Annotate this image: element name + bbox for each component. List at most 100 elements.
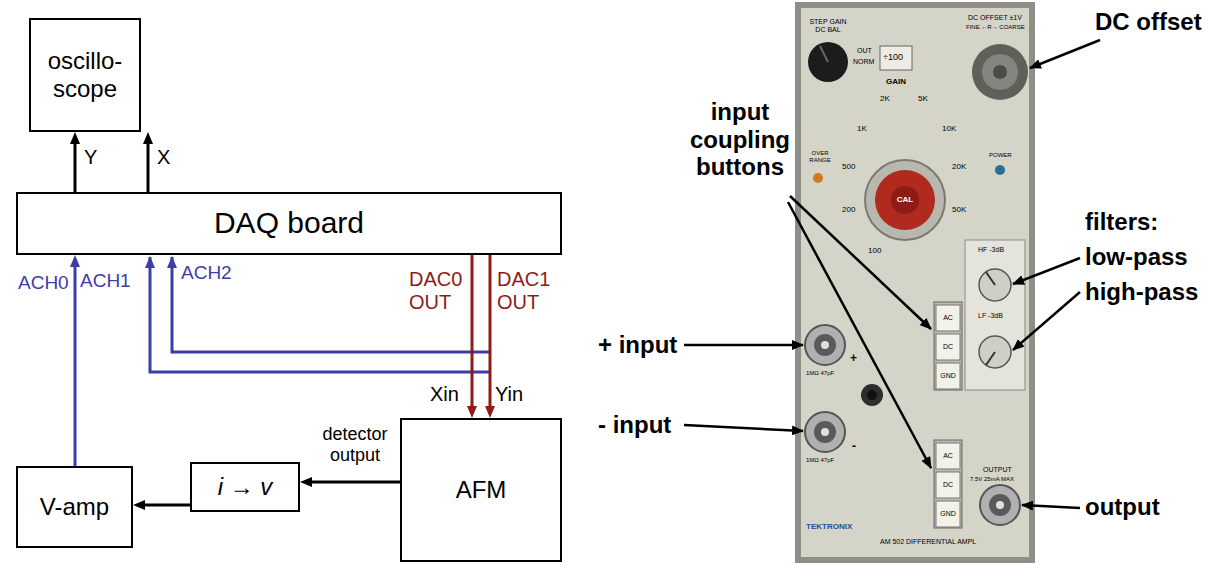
- dc-offset-knob-cap: [993, 65, 1007, 79]
- low-pass-knob: [979, 269, 1011, 301]
- panel-marking: 7.5V 25mA MAX: [970, 476, 1014, 483]
- dial-mark: 500: [842, 162, 855, 171]
- panel-marking: +: [850, 352, 857, 366]
- leader-line: [1013, 292, 1080, 350]
- power-lamp: [995, 165, 1005, 175]
- dial-mark: 200: [842, 205, 855, 214]
- signal-name: ACH1: [80, 270, 131, 292]
- connector-line: [74, 142, 77, 192]
- panel-marking: 1MΩ 47pF: [806, 370, 834, 377]
- arrow-head: [485, 406, 495, 418]
- coupling-button: [936, 443, 960, 469]
- coupling-button: [936, 334, 960, 360]
- edge-label: detector output: [311, 424, 399, 465]
- panel-marking: STEP GAIN DC BAL: [806, 18, 850, 34]
- bnc-connector: [805, 325, 845, 365]
- button-label: DC: [936, 343, 960, 351]
- arrow-head: [70, 255, 80, 267]
- coupling-group: [934, 440, 962, 528]
- node-text: oscillo- scope: [31, 47, 139, 102]
- panel-marking: NORM: [853, 58, 874, 66]
- panel-marking: HF -3dB: [978, 246, 1004, 254]
- ach1-wire: [150, 257, 491, 372]
- daq-board-box: DAQ board: [16, 192, 562, 255]
- callout-label: filters:: [1085, 208, 1158, 236]
- panel-marking: FINE ←R→ COARSE: [966, 24, 1025, 31]
- high-pass-knob: [979, 336, 1011, 368]
- panel-marking: OUT: [857, 47, 872, 55]
- knob-pointer: [986, 272, 995, 285]
- dial-mark: 1K: [857, 124, 867, 133]
- coupling-group: [934, 302, 962, 390]
- over-range-lamp: [813, 173, 823, 183]
- arrow-head: [70, 132, 80, 144]
- coupling-button: [936, 472, 960, 498]
- leader-line: [684, 344, 803, 347]
- arrow-head: [300, 477, 312, 487]
- panel-marking: 1MΩ 47pF: [806, 457, 834, 464]
- dial-mark: 10K: [942, 124, 956, 133]
- node-text: AFM: [456, 476, 507, 504]
- callout-label: output: [1085, 493, 1160, 521]
- node-text: i → v: [218, 473, 273, 501]
- ach-wires: [150, 257, 491, 372]
- dc-offset-knob-inner: [982, 54, 1018, 90]
- leader-line: [1030, 40, 1100, 68]
- bnc-pin: [996, 501, 1004, 509]
- button-label: AC: [936, 314, 960, 322]
- knob-pointer: [820, 46, 828, 62]
- callout-label: high-pass: [1085, 278, 1198, 306]
- gain-knob-cap: [891, 186, 919, 214]
- pin-name: Yin: [495, 383, 523, 406]
- dial-mark: 20K: [952, 162, 966, 171]
- leader-line: [684, 425, 803, 431]
- gain-knob: [875, 170, 935, 230]
- callout-label: - input: [598, 411, 671, 439]
- connector: [485, 255, 495, 418]
- bnc-pin: [821, 428, 829, 436]
- arrow-head: [467, 406, 477, 418]
- coupling-button: [936, 305, 960, 331]
- dial-mark: 100: [868, 246, 881, 255]
- panel-marking: OUTPUT: [983, 466, 1012, 474]
- connector-line: [310, 481, 400, 484]
- panel-marking: LF -3dB: [978, 312, 1003, 320]
- connector: [143, 132, 153, 192]
- connector-line: [74, 265, 77, 466]
- panel-marking: ÷100: [883, 52, 903, 62]
- brand-name: TEKTRONIX: [806, 522, 852, 531]
- amplifier-box: V-amp: [16, 466, 133, 548]
- converter-box: i → v: [190, 462, 300, 512]
- node-text: DAQ board: [214, 206, 364, 241]
- panel-marking: POWER: [989, 152, 1012, 159]
- bnc-core: [814, 334, 836, 356]
- edge-label: DAC1 OUT: [497, 268, 555, 314]
- callout-label: + input: [598, 331, 677, 359]
- panel-marking: DC OFFSET ±1V: [968, 14, 1022, 22]
- connector-line: [147, 142, 150, 192]
- connector: [70, 255, 80, 466]
- bnc-pin: [821, 341, 829, 349]
- connector: [467, 255, 477, 418]
- callout-label: low-pass: [1085, 243, 1188, 271]
- button-label: GND: [936, 510, 960, 518]
- bnc-connector: [805, 412, 845, 452]
- edge-label: Y: [84, 146, 97, 169]
- coupling-button: [936, 363, 960, 389]
- bnc-core: [814, 421, 836, 443]
- knob-pointer: [986, 352, 995, 365]
- connector-line: [471, 255, 474, 408]
- bnc-connector: [980, 485, 1020, 525]
- model-name: AM 502 DIFFERENTIAL AMPL: [880, 538, 976, 546]
- connector-line: [143, 504, 190, 507]
- leader-line: [1013, 258, 1080, 284]
- ground-jack-hole: [867, 390, 877, 400]
- divide-button: [880, 46, 912, 70]
- dial-mark: 2K: [880, 94, 890, 103]
- ach2-wire: [172, 257, 491, 352]
- panel-face: [801, 8, 1029, 557]
- dc-offset-knob: [972, 44, 1028, 100]
- step-gain-knob: [808, 42, 848, 82]
- leader-line: [1022, 505, 1080, 508]
- dial-mark: CAL: [891, 195, 919, 204]
